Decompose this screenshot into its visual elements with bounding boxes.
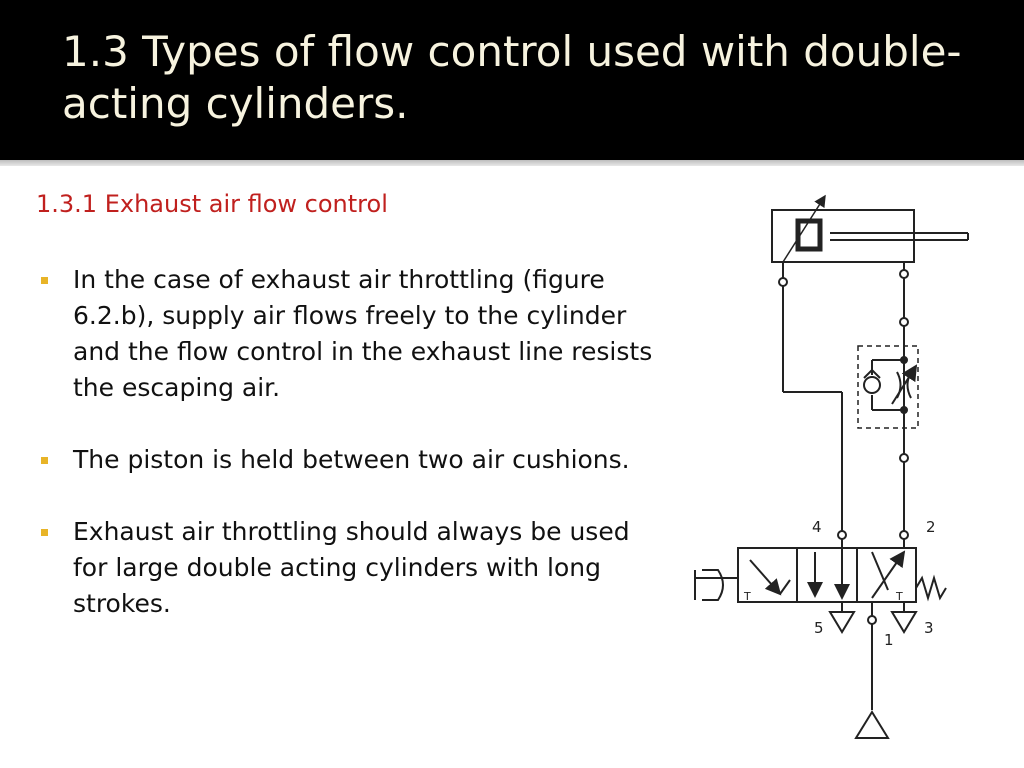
- exhaust-line-right: [899, 262, 909, 548]
- bullet-list: In the case of exhaust air throttling (f…: [36, 262, 656, 658]
- port-label-1: 1: [884, 631, 894, 649]
- pneumatic-circuit-diagram: 4 2 5 1 3 T T: [694, 194, 969, 739]
- exhaust-port-symbols: [828, 602, 918, 634]
- port-label-4: 4: [812, 518, 822, 536]
- port-label-2: 2: [926, 518, 936, 536]
- square-bullet-icon: [41, 529, 48, 536]
- title-divider: [0, 160, 1024, 166]
- valve-letter-right: T: [895, 590, 903, 603]
- slide-title: 1.3 Types of flow control used with doub…: [62, 27, 962, 128]
- port-label-3: 3: [924, 619, 934, 637]
- supply-port-symbol: [854, 602, 890, 739]
- bullet-text: The piston is held between two air cushi…: [73, 445, 630, 474]
- bullet-text: Exhaust air throttling should always be …: [73, 517, 630, 618]
- square-bullet-icon: [41, 277, 48, 284]
- square-bullet-icon: [41, 457, 48, 464]
- one-way-flow-control-valve: [857, 345, 919, 429]
- port-label-5: 5: [814, 619, 824, 637]
- valve-letter-left: T: [743, 590, 751, 603]
- title-bar: 1.3 Types of flow control used with doub…: [0, 0, 1024, 160]
- bullet-item: The piston is held between two air cushi…: [36, 442, 656, 478]
- supply-line-left: [778, 262, 847, 548]
- bullet-item: In the case of exhaust air throttling (f…: [36, 262, 656, 406]
- section-heading: 1.3.1 Exhaust air flow control: [36, 190, 388, 218]
- double-acting-cylinder-symbol: [771, 194, 969, 263]
- bullet-text: In the case of exhaust air throttling (f…: [73, 265, 653, 402]
- bullet-item: Exhaust air throttling should always be …: [36, 514, 656, 622]
- five-two-directional-valve: [694, 547, 947, 603]
